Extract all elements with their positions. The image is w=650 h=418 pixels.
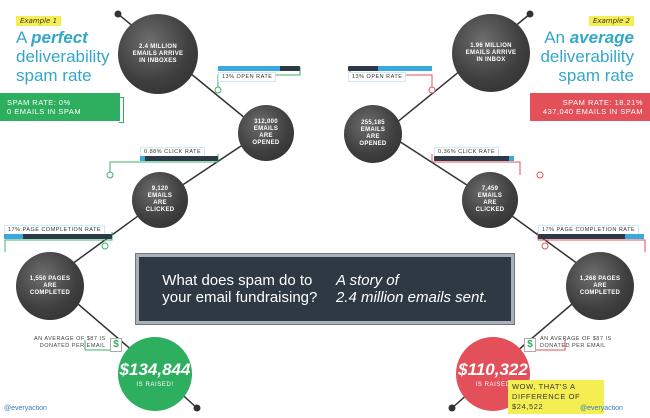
right-headline-line2: deliverability (540, 47, 634, 66)
center-question: What does spam do to your email fundrais… (162, 272, 318, 306)
right-circle-opened: 255,185 EMAILS ARE OPENED (344, 105, 402, 163)
right-circle-inbox: 1.96 MILLION EMAILS ARRIVE IN INBOX (452, 14, 530, 92)
right-spam-box: SPAM RATE: 18.21% 437,040 EMAILS IN SPAM (530, 93, 650, 121)
left-completion-rate-bar (4, 234, 112, 239)
left-headline-line2: deliverability (16, 47, 110, 66)
right-completion-rate-bar (538, 234, 644, 239)
difference-callout: WOW, THAT'S A DIFFERENCE OF $24,522 (508, 380, 604, 414)
right-open-rate-bar (348, 66, 432, 71)
logo-right: @everyaction (580, 405, 623, 412)
left-donate-label: AN AVERAGE OF $87 IS DONATED PER EMAIL (34, 336, 106, 349)
right-circle-completed: 1,268 PAGES ARE COMPLETED (566, 252, 634, 320)
left-click-rate-bar (140, 156, 218, 161)
example-1-tag: Example 1 (16, 16, 62, 26)
left-circle-inboxes: 2.4 MILLION EMAILS ARRIVE IN INBOXES (118, 14, 198, 94)
logo-left: @everyaction (4, 405, 47, 412)
left-circle-completed: 1,550 PAGES ARE COMPLETED (16, 252, 84, 320)
center-story: A story of 2.4 million emails sent. (335, 272, 488, 306)
left-raised-label: IS RAISED! (136, 382, 174, 388)
example-2-tag: Example 2 (588, 16, 634, 26)
left-headline: A perfect deliverability spam rate (16, 28, 110, 85)
left-dollar-icon: $ (110, 338, 122, 352)
right-headline-emph: average (569, 28, 634, 47)
right-donate-label: AN AVERAGE OF $87 IS DONATED PER EMAIL (540, 336, 612, 349)
right-headline-line3: spam rate (558, 66, 634, 85)
left-headline-line3: spam rate (16, 66, 92, 85)
right-open-rate-label: 13% OPEN RATE (348, 72, 407, 82)
left-circle-clicked: 9,120 EMAILS ARE CLICKED (132, 172, 188, 228)
center-panel: What does spam do to your email fundrais… (135, 253, 515, 325)
right-raised-amount: $110,322 (458, 360, 528, 379)
left-raised-amount: $134,844 (119, 360, 191, 379)
left-spam-box: SPAM RATE: 0% 0 EMAILS IN SPAM (0, 93, 124, 123)
left-spam-count: 0 EMAILS IN SPAM (7, 107, 82, 116)
right-spam-rate: SPAM RATE: 18.21% (562, 98, 643, 107)
left-headline-emph: perfect (31, 28, 88, 47)
right-headline: An average deliverability spam rate (540, 28, 634, 85)
right-click-rate-bar (434, 156, 514, 161)
right-circle-clicked: 7,459 EMAILS ARE CLICKED (462, 172, 518, 228)
left-open-rate-label: 13% OPEN RATE (218, 72, 277, 82)
right-raised-label: IS RAISED (475, 382, 511, 388)
left-spam-rate: SPAM RATE: 0% (7, 98, 71, 107)
right-dollar-icon: $ (524, 338, 536, 352)
left-raised-circle: $134,844 IS RAISED! (118, 337, 192, 411)
right-headline-pre: An (544, 28, 570, 47)
left-circle-opened: 312,000 EMAILS ARE OPENED (238, 105, 294, 161)
left-open-rate-bar (218, 66, 300, 71)
left-headline-pre: A (16, 28, 32, 47)
right-spam-count: 437,040 EMAILS IN SPAM (542, 107, 643, 116)
